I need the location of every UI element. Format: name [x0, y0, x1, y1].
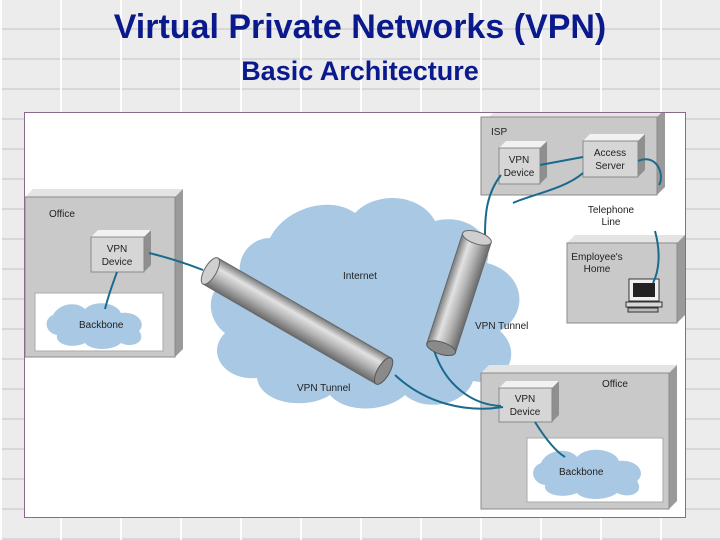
office-right-backbone-label: Backbone [559, 467, 604, 478]
link-office-right-backbone [534, 421, 566, 458]
access-server-line2: Server [595, 161, 625, 172]
connection-lines [104, 156, 662, 458]
vpn-tunnel-left [200, 257, 394, 385]
employee-home-line2: Home [584, 264, 611, 275]
office-right-vpn-line2: Device [510, 407, 541, 418]
office-right-vpn-line1: VPN [515, 394, 536, 405]
link-telephone-home [652, 230, 660, 284]
link-isp-access-server [539, 156, 584, 166]
vpn-tunnel-right [426, 229, 492, 357]
link-tunnel-office-right [432, 346, 502, 407]
vpn-tunnel-right-label: VPN Tunnel [475, 321, 528, 332]
office-right-vpn-device: VPN Device [498, 381, 559, 423]
vpn-tunnel-left-label: VPN Tunnel [297, 383, 350, 394]
office-left-vpn-line2: Device [102, 257, 133, 268]
link-office-left-tunnel [148, 252, 204, 271]
isp-vpn-device-line1: VPN [509, 155, 530, 166]
isp-label: ISP [491, 127, 507, 138]
isp-vpn-device-line2: Device [504, 168, 535, 179]
office-left-vpn-line1: VPN [107, 244, 128, 255]
office-left-backbone-label: Backbone [79, 320, 124, 331]
office-left-backbone-cloud [46, 303, 142, 349]
home-computer-icon [625, 278, 663, 313]
link-access-to-isp-vpn [512, 172, 584, 204]
telephone-line-label-1: Telephone [588, 205, 635, 216]
employee-home-line1: Employee's [571, 252, 622, 263]
isp-vpn-device: VPN Device [498, 141, 547, 185]
office-left-label: Office [49, 209, 75, 220]
slide-subtitle: Basic Architecture [241, 56, 479, 86]
office-left-vpn-device: VPN Device [90, 230, 151, 273]
link-office-left-backbone [104, 271, 118, 310]
employee-home-box: Employee's Home [566, 235, 685, 324]
access-server-line1: Access [594, 148, 626, 159]
vpn-diagram: Internet ISP VPN Device Access Server Te… [25, 113, 685, 510]
link-isp-tunnel [484, 174, 502, 236]
office-right-label: Office [602, 379, 628, 390]
telephone-line-label-2: Line [602, 217, 621, 228]
link-lefttunnel-office-right [394, 374, 504, 410]
access-server: Access Server [582, 134, 645, 178]
link-access-server-telephone-top [637, 158, 662, 186]
internet-cloud [210, 198, 520, 409]
internet-label: Internet [343, 271, 377, 282]
office-right-backbone-cloud [533, 449, 641, 499]
slide-title: Virtual Private Networks (VPN) [113, 8, 607, 46]
diagram-frame: Internet ISP VPN Device Access Server Te… [24, 112, 686, 518]
